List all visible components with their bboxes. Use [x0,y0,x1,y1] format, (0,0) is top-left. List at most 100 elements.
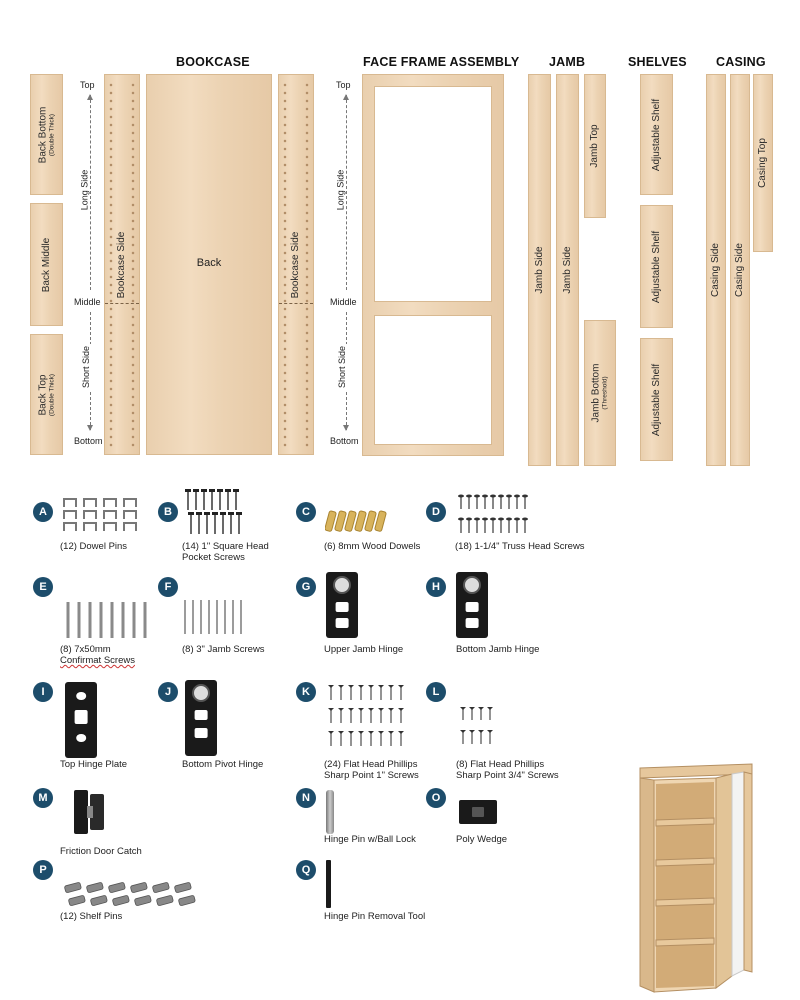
casing-side-2-label: Casing Side [733,243,745,297]
back-bottom-label: Back Bottom [36,106,48,163]
label-a-line1: (12) Dowel Pins [60,541,128,552]
casing-side-1: Casing Side [706,74,726,466]
flat-head-screws-3-4in-icon [460,707,493,744]
badge-q: Q [296,860,316,880]
label-e-line1: (8) 7x50mm [60,644,111,655]
adjustable-shelf-3: Adjustable Shelf [640,338,673,461]
label-p-line1: (12) Shelf Pins [60,911,123,922]
label-e-line2: Confirmat Screws [60,654,135,666]
frame-guide-arrow-long [343,94,349,290]
label-d-line1: (18) 1-1/4" Truss Head Screws [455,541,585,552]
pocket-screws-icon [185,489,242,534]
adjustable-shelf-3-label: Adjustable Shelf [650,363,662,436]
jamb-side-2-label: Jamb Side [561,246,573,294]
label-h-line1: Bottom Jamb Hinge [456,644,540,655]
jamb-top: Jamb Top [584,74,606,218]
frame-guide-short-side: Short Side [337,343,348,391]
label-l-line2: Sharp Point 3/4" Screws [456,769,559,781]
back-middle-label: Back Middle [40,237,52,292]
jamb-bottom-note: (Threshold) [600,376,608,410]
jamb-side-2: Jamb Side [556,74,579,466]
jamb-bottom: Jamb Bottom(Threshold) [584,320,616,466]
casing-top-label: Casing Top [756,138,768,188]
badge-m: M [33,788,53,808]
label-a: (12) Dowel Pins [60,541,128,553]
jamb-top-label: Jamb Top [588,124,600,168]
label-g: Upper Jamb Hinge [324,644,404,656]
bookcase-back-label: Back [196,257,222,269]
poly-wedge-icon [459,800,497,824]
label-q: Hinge Pin Removal Tool [324,911,426,923]
label-c-line1: (6) 8mm Wood Dowels [324,541,421,552]
back-top-note: (Double Thick) [47,373,55,416]
face-frame [362,74,504,456]
heading-bookcase: BOOKCASE [176,55,250,69]
label-n: Hinge Pin w/Ball Lock [324,834,416,846]
label-f: (8) 3" Jamb Screws [182,644,265,656]
heading-casing: CASING [716,55,766,69]
badge-a: A [33,502,53,522]
label-g-line1: Upper Jamb Hinge [324,644,404,655]
wood-dowels-icon [325,510,387,532]
badge-h: H [426,577,446,597]
bookcase-side-right-label: Bookcase Side [289,231,301,298]
label-f-line1: (8) 3" Jamb Screws [182,644,265,655]
bookcase-side-left: Bookcase Side [104,74,140,455]
badge-o: O [426,788,446,808]
jamb-side-1: Jamb Side [528,74,551,466]
bookcase-guide-arrow-long [87,94,93,290]
label-j-line1: Bottom Pivot Hinge [182,759,264,770]
label-i: Top Hinge Plate [60,759,128,771]
frame-guide-top: Top [336,80,351,90]
back-top-label: Back Top [36,374,48,415]
badge-d: D [426,502,446,522]
frame-guide-long-side: Long Side [335,167,346,213]
jamb-side-1-label: Jamb Side [533,246,545,294]
bottom-jamb-hinge-icon [456,572,488,638]
badge-j: J [158,682,178,702]
heading-shelves: SHELVES [628,55,687,69]
frame-guide-middle: Middle [330,297,357,307]
bookcase-guide-top: Top [80,80,95,90]
badge-i: I [33,682,53,702]
hinge-pin-ball-lock-icon [326,790,334,834]
shelf-pins-icon [64,882,196,906]
bookcase-guide-middle: Middle [74,297,101,307]
bookcase-guide-long-side: Long Side [79,167,90,213]
upper-jamb-hinge-icon [326,572,358,638]
bottom-pivot-hinge-icon [185,680,217,756]
assembled-bookcase-illustration [639,763,753,993]
casing-side-2: Casing Side [730,74,750,466]
label-m: Friction Door Catch [60,846,142,858]
face-frame-upper-opening [374,86,492,302]
bookcase-guide-short-side: Short Side [81,343,92,391]
label-q-line1: Hinge Pin Removal Tool [324,911,426,922]
adjustable-shelf-1: Adjustable Shelf [640,74,673,195]
badge-g: G [296,577,316,597]
label-o-line1: Poly Wedge [456,834,508,845]
truss-head-screws-icon [458,494,528,533]
casing-side-1-label: Casing Side [709,243,721,297]
label-j: Bottom Pivot Hinge [182,759,264,771]
bookcase-guide-bottom: Bottom [74,436,103,446]
bookcase-side-left-label: Bookcase Side [115,231,127,298]
badge-f: F [158,577,178,597]
label-k-line2: Sharp Point 1" Screws [324,769,419,781]
badge-e: E [33,577,53,597]
jamb-screws-icon [184,600,242,634]
confirmat-screws-icon [66,602,147,638]
label-o: Poly Wedge [456,834,508,846]
label-l-line1: (8) Flat Head Phillips [456,759,545,770]
label-n-line1: Hinge Pin w/Ball Lock [324,834,416,845]
label-d: (18) 1-1/4" Truss Head Screws [455,541,585,553]
badge-c: C [296,502,316,522]
label-c: (6) 8mm Wood Dowels [324,541,421,553]
badge-p: P [33,860,53,880]
jamb-bottom-label: Jamb Bottom [590,363,602,423]
back-bottom-panel: Back Bottom(Double Thick) [30,74,63,195]
label-i-line1: Top Hinge Plate [60,759,128,770]
label-b-line1: (14) 1" Square Head [182,541,269,552]
label-m-line1: Friction Door Catch [60,846,142,857]
